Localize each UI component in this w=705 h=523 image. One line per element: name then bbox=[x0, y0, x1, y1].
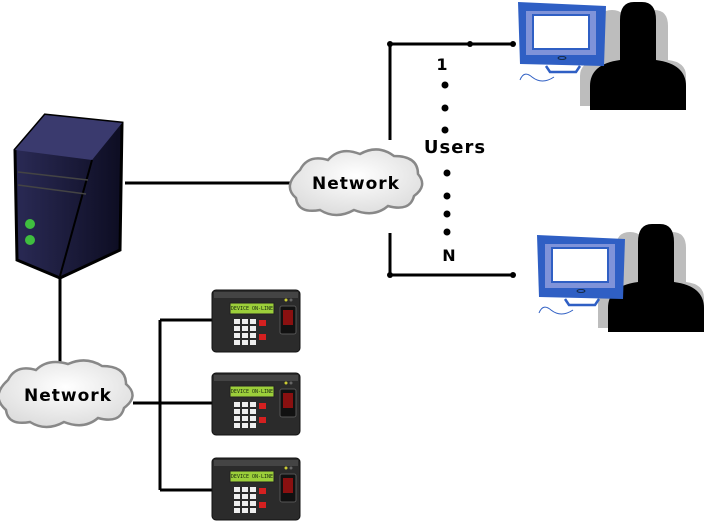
biometric-terminal-2: DEVICE ON-LINE bbox=[211, 372, 301, 436]
cloud-icon bbox=[0, 359, 134, 429]
network-cloud-bottom: Network bbox=[0, 359, 134, 429]
user-1-workstation bbox=[516, 0, 686, 110]
server-led-icon bbox=[25, 219, 35, 229]
network-label-top: Network bbox=[312, 174, 400, 194]
biometric-terminal-3: DEVICE ON-LINE bbox=[211, 457, 301, 521]
users-last-label: N bbox=[442, 246, 455, 265]
biometric-terminal-icon bbox=[211, 457, 301, 521]
network-label-bottom: Network bbox=[24, 386, 112, 406]
device-screen-text: DEVICE ON-LINE bbox=[231, 306, 273, 312]
device-screen-text: DEVICE ON-LINE bbox=[231, 389, 273, 395]
users-range: 1 Users N bbox=[424, 55, 486, 265]
biometric-terminal-icon bbox=[211, 289, 301, 353]
server-icon bbox=[13, 113, 124, 280]
users-label: Users bbox=[424, 137, 486, 158]
biometric-terminal-icon bbox=[211, 372, 301, 436]
device-screen-text: DEVICE ON-LINE bbox=[231, 474, 273, 480]
biometric-terminal-1: DEVICE ON-LINE bbox=[211, 289, 301, 353]
cloud-icon bbox=[288, 148, 424, 217]
network-to-user-1-line bbox=[388, 42, 513, 140]
users-first-label: 1 bbox=[436, 55, 447, 74]
user-n-workstation bbox=[535, 224, 704, 332]
server-led-icon bbox=[25, 235, 35, 245]
network-cloud-top: Network bbox=[288, 148, 424, 217]
